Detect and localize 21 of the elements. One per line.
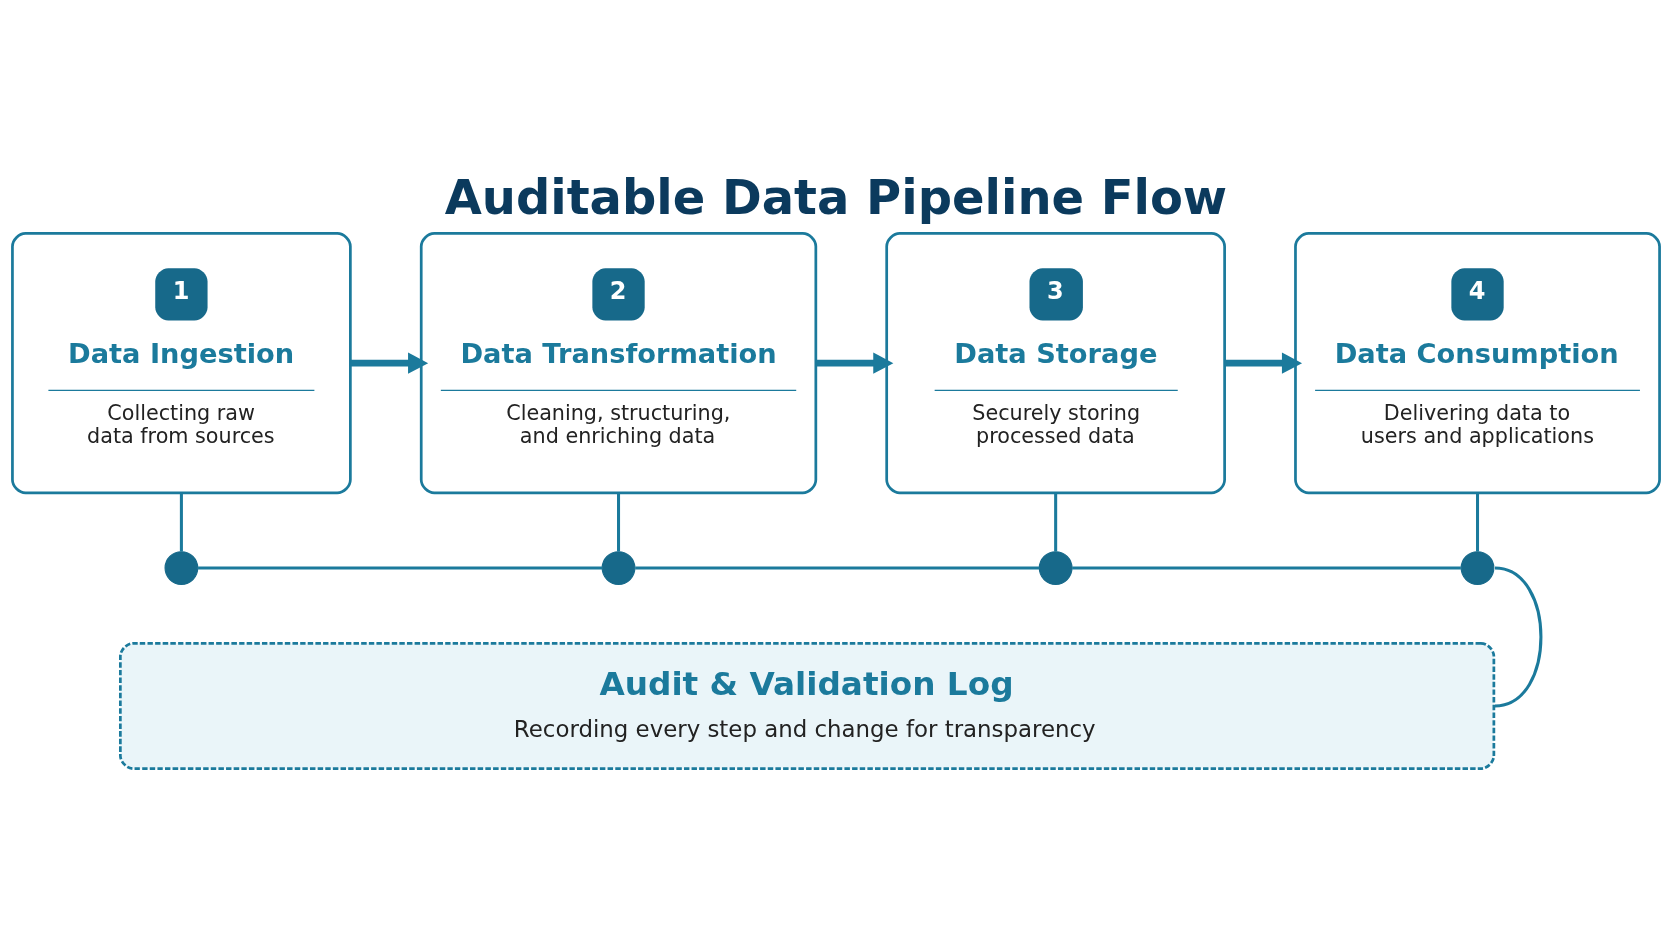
node-box: 3 Data Storage Securely storing processed data [885,232,1226,495]
node-circle [1460,551,1495,585]
connector [1054,492,1058,552]
arrow [350,352,429,374]
node-circle [601,551,636,585]
arrow [816,352,894,374]
connector [617,492,621,552]
arrow [1225,352,1303,374]
connector [179,492,183,552]
node-circle [164,551,199,585]
connector [635,566,1040,570]
node-box: 1 Data Ingestion Collecting raw data from sources [11,232,352,495]
connector [198,566,603,570]
node-circle [1038,551,1073,585]
connector [1072,566,1461,570]
node-box: 2 Data Transformation Cleaning, structuring, and enriching data [419,232,818,495]
node-box: Audit & Validation Log Recording every step and change for transparency [119,641,1496,770]
diagram-title: Auditable Data Pipeline Flow [444,169,1228,225]
node-box: 4 Data Consumption Delivering data to users and applications [1294,232,1661,495]
connector [1476,492,1480,552]
connector [1494,566,1543,708]
